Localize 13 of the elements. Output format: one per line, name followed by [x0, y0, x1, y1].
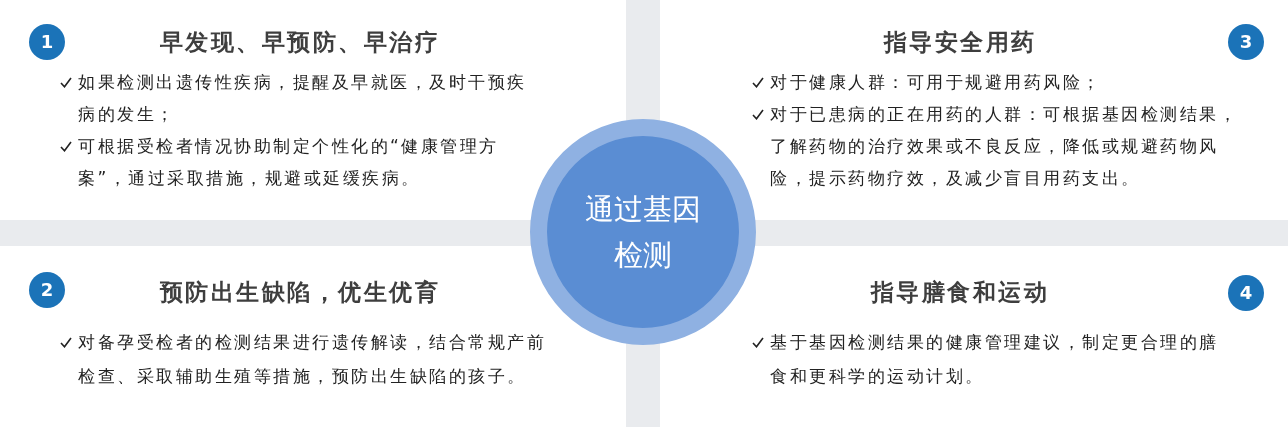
- number-badge: 1: [29, 24, 65, 60]
- number-badge: 3: [1228, 24, 1264, 60]
- panel-heading: 指导安全用药: [883, 28, 1037, 57]
- list-item-text: 可根据受检者情况协助制定个性化的“健康管理方案”，通过采取措施，规避或延缓疾病。: [78, 135, 500, 190]
- panel-heading: 指导膳食和运动: [870, 278, 1050, 307]
- number-badge: 2: [29, 272, 65, 308]
- list-item-text: 对于健康人群：可用于规避用药风险；: [770, 71, 1103, 94]
- panel-heading: 预防出生缺陷，优生优育: [159, 278, 441, 307]
- list-item-text: 基于基因检测结果的健康管理建议，制定更合理的膳食和更科学的运动计划。: [770, 331, 1220, 388]
- panel-heading: 早发现、早预防、早治疗: [159, 28, 441, 57]
- list-item-text: 对于已患病的正在用药的人群：可根据基因检测结果，了解药物的治疗效果或不良反应，降低或规避药物风险，提示药物疗效，及减少盲目用药支出。: [770, 103, 1239, 190]
- number-badge: 4: [1228, 275, 1264, 311]
- list-item-text: 如果检测出遗传性疾病，提醒及早就医，及时干预疾病的发生；: [78, 71, 528, 126]
